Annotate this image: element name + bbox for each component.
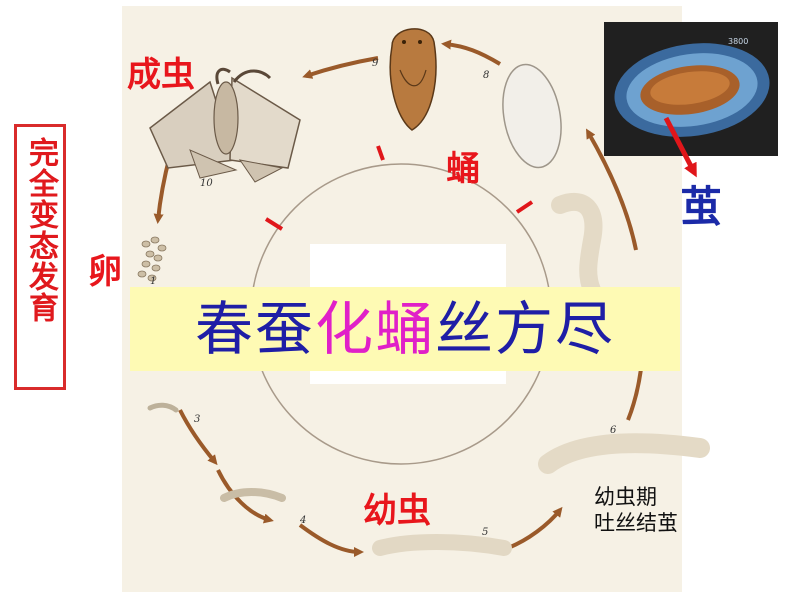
stage-tick	[376, 145, 385, 161]
cycle-arrow	[178, 409, 218, 466]
pupa-illustration	[389, 28, 437, 131]
cocoon-photo: 3800	[604, 22, 778, 156]
stage-tick	[515, 200, 534, 214]
larva-note-line-2: 吐丝结茧	[594, 511, 678, 536]
stage-number: 9	[372, 58, 379, 69]
label-egg: 卵	[88, 252, 122, 292]
label-pupa: 蛹	[446, 149, 480, 189]
stage-number: 10	[200, 178, 213, 189]
poem-part-3: 丝方尽	[435, 295, 616, 363]
cycle-arrow	[216, 469, 274, 524]
stage-number: 8	[483, 70, 490, 81]
larva-note-line-1: 幼虫期	[594, 485, 657, 509]
cocoon-pointer-arrow	[663, 116, 697, 178]
stage-number: 3	[194, 414, 201, 425]
cycle-arrow	[302, 56, 379, 79]
cycle-arrow	[585, 128, 638, 251]
cycle-arrow	[298, 523, 364, 557]
stage-number: 5	[482, 527, 489, 538]
cycle-arrow	[507, 506, 563, 550]
svg-text:3800: 3800	[728, 37, 748, 46]
stage-number: 6	[610, 425, 617, 436]
larva-mature-illustration	[538, 433, 710, 474]
label-cocoon: 茧	[680, 182, 723, 231]
eggs-illustration	[137, 236, 167, 282]
development-type-title: 完全变态发育	[23, 137, 58, 323]
stage-tick	[264, 217, 284, 231]
stage-number: 4	[300, 515, 307, 526]
larva-small-illustration	[147, 402, 179, 413]
moth-illustration	[149, 67, 301, 183]
poem-part-1: 春蚕	[194, 295, 315, 363]
cycle-arrow	[441, 39, 502, 66]
larva-medium-illustration	[220, 488, 286, 502]
larva-note: 幼虫期 吐丝结茧	[594, 484, 678, 537]
label-larva: 幼虫	[363, 491, 431, 531]
development-type-box: 完全变态发育	[14, 124, 66, 390]
poem-part-2: 化蛹	[314, 295, 435, 363]
stage-number: 1	[150, 276, 157, 287]
cocoon-illustration	[502, 63, 562, 169]
larva-spinning-illustration	[551, 192, 603, 299]
label-adult: 成虫	[127, 55, 195, 95]
larva-large-illustration	[372, 534, 512, 556]
poem-banner: 春蚕化蛹丝方尽	[130, 287, 680, 371]
